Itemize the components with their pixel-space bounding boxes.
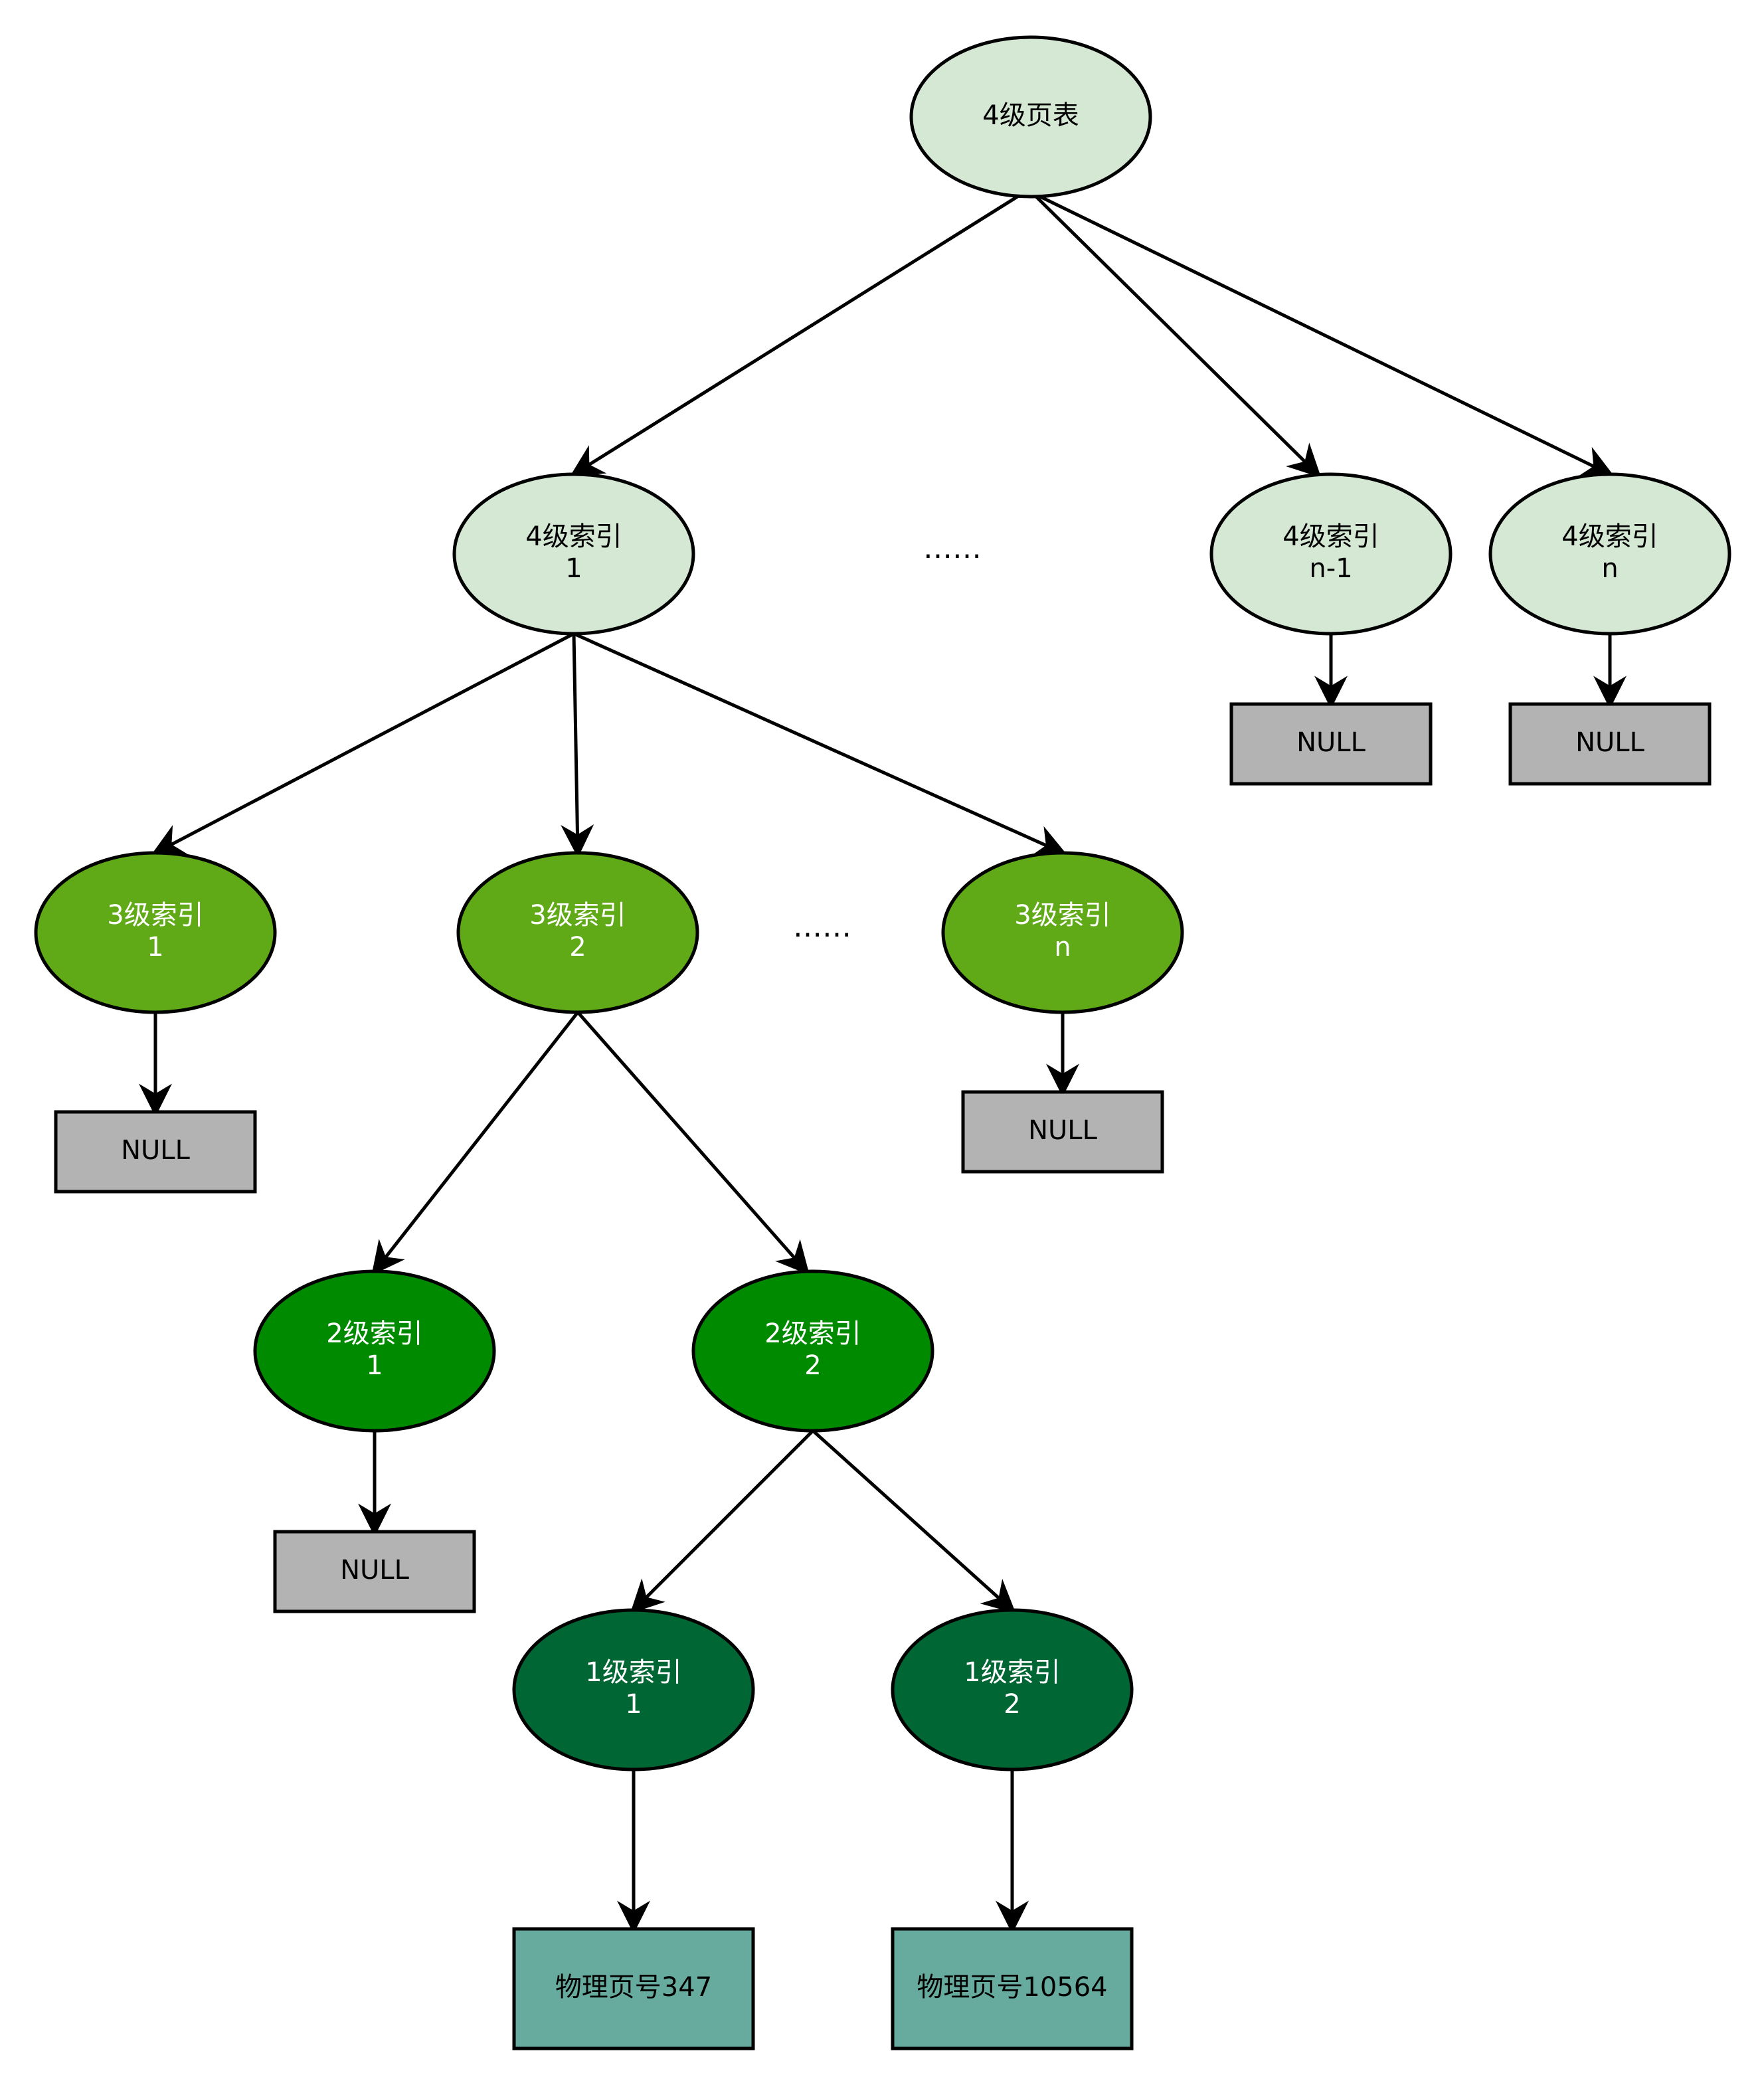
edge-l4_1-to-l3_2: [561, 633, 594, 858]
node-label-l1-2-line-1: 1级索引: [964, 1657, 1060, 1688]
node-shape-l3-1: [34, 851, 277, 1014]
node-label-null-l3-1-line-1: NULL: [121, 1135, 190, 1166]
node-label-l2-1-line-2: 1: [366, 1350, 383, 1381]
node-shape-null-l3-1: [54, 1110, 257, 1194]
node-label-l2-1-line-1: 2级索引: [326, 1318, 422, 1349]
node-label-null-l4-nm1-line-1: NULL: [1296, 727, 1366, 758]
edge-l4_1-to-l3_1: [151, 632, 575, 856]
node-label-l4-1-line-1: 4级索引: [525, 521, 622, 552]
node-label-l4-1-line-2: 1: [565, 553, 582, 584]
node-label-l1-2-line-2: 2: [1004, 1689, 1020, 1720]
node-label-l2-2-line-1: 2级索引: [764, 1318, 861, 1349]
node-shape-phys-2: [891, 1927, 1134, 2050]
node-label-l3-2-line-1: 3级索引: [529, 900, 626, 931]
node-label-l4-nm1-line-2: n-1: [1309, 553, 1352, 584]
node-label-l2-2-line-2: 2: [804, 1350, 821, 1381]
edge-root-to-l4_nm1: [1035, 195, 1322, 478]
node-label-l1-1-line-1: 1级索引: [585, 1657, 681, 1688]
node-label-l3-n-line-1: 3级索引: [1014, 900, 1110, 931]
ellipsis-level3: ……: [793, 910, 851, 944]
node-null-l4-nm1: NULL: [1229, 702, 1433, 786]
node-label-root-line-1: 4级页表: [982, 100, 1079, 131]
node-phys-1: 物理页号347: [512, 1927, 755, 2050]
edge-l2_2-to-l1_2: [812, 1429, 1016, 1614]
node-label-l3-n-line-2: n: [1054, 932, 1071, 962]
node-label-null-l4-n-line-1: NULL: [1575, 727, 1644, 758]
node-shape-null-l3-n: [961, 1090, 1164, 1174]
node-null-l3-1: NULL: [54, 1110, 257, 1194]
node-label-l4-nm1-line-1: 4级索引: [1282, 521, 1379, 552]
node-null-l4-n: NULL: [1508, 702, 1712, 786]
node-shape-root: [909, 35, 1152, 199]
node-shape-l4-nm1: [1209, 472, 1453, 636]
node-label-phys-2-line-1: 物理页号10564: [917, 1972, 1107, 2003]
node-shape-phys-1: [512, 1927, 755, 2050]
node-shape-null-l4-nm1: [1229, 702, 1433, 786]
node-root: 4级页表: [909, 35, 1152, 199]
node-shape-null-l2-1: [273, 1530, 476, 1613]
node-shape-l2-1: [253, 1269, 496, 1433]
edge-l4_1-to-l3_n: [573, 632, 1067, 857]
node-label-null-l2-1-line-1: NULL: [340, 1555, 409, 1585]
ellipsis-level4: ……: [923, 531, 982, 565]
node-label-null-l3-n-line-1: NULL: [1028, 1115, 1097, 1146]
node-shape-null-l4-n: [1508, 702, 1712, 786]
node-shape-l3-2: [456, 851, 699, 1014]
edge-root-to-l4_n: [1039, 195, 1615, 477]
node-null-l2-1: NULL: [273, 1530, 476, 1613]
edge-l3_2-to-l2_2: [576, 1011, 810, 1275]
edge-l2_2-to-l1_1: [630, 1429, 814, 1614]
node-shape-l3-n: [941, 851, 1184, 1014]
edges-layer: [139, 195, 1627, 1934]
node-label-l3-2-line-2: 2: [569, 932, 586, 962]
node-shape-l4-1: [452, 472, 695, 636]
node-phys-2: 物理页号10564: [891, 1927, 1134, 2050]
node-shape-l1-2: [891, 1608, 1134, 1771]
node-shape-l2-2: [691, 1269, 934, 1433]
node-label-l1-1-line-2: 1: [625, 1689, 642, 1720]
node-label-l4-n-line-2: n: [1601, 553, 1618, 584]
node-label-l4-n-line-1: 4级索引: [1561, 521, 1658, 552]
node-label-phys-1-line-1: 物理页号347: [555, 1972, 712, 2003]
edge-root-to-l4_1: [569, 195, 1019, 477]
node-shape-l1-1: [512, 1608, 755, 1771]
node-label-l3-1-line-1: 3级索引: [107, 900, 203, 931]
node-null-l3-n: NULL: [961, 1090, 1164, 1174]
node-shape-l4-n: [1488, 472, 1731, 636]
edge-l3_2-to-l2_1: [371, 1011, 579, 1275]
node-label-l3-1-line-2: 1: [147, 932, 163, 962]
